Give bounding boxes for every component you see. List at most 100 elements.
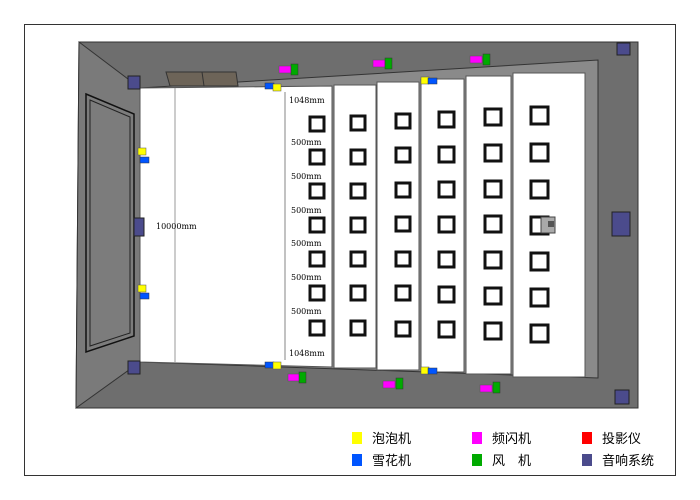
seat <box>437 145 456 164</box>
seat <box>529 251 550 272</box>
seat <box>483 250 503 270</box>
seat <box>483 107 503 127</box>
dimension-annotations: 10000mm 1048mm 1048mm 500mm 500mm 500mm … <box>156 96 325 358</box>
legend-item-snow: 雪花机 <box>352 450 411 469</box>
projector-icon <box>582 431 592 444</box>
fan-icon <box>290 63 299 76</box>
seat <box>349 114 367 132</box>
strobe-light-icon <box>278 65 292 74</box>
legend-label: 风 机 <box>492 454 532 469</box>
seat <box>529 142 550 163</box>
seat <box>349 250 367 268</box>
seat <box>394 320 412 338</box>
seat <box>483 143 503 163</box>
fan-icon <box>298 371 307 384</box>
seat <box>394 284 412 302</box>
seat <box>308 115 326 133</box>
seat <box>437 180 456 199</box>
strobe-light-icon <box>287 373 301 382</box>
legend-label: 投影仪 <box>602 432 642 447</box>
row-gap-label: 500mm <box>291 206 322 215</box>
seat <box>437 110 456 129</box>
seat <box>308 182 326 200</box>
seat <box>349 148 367 166</box>
legend-label: 泡泡机 <box>372 432 412 447</box>
seat <box>483 179 503 199</box>
projection-screen <box>85 92 135 354</box>
bubble-machine-icon <box>137 147 147 156</box>
projector-lens-icon <box>548 221 554 227</box>
legend-item-bubble: 泡泡机 <box>352 428 411 447</box>
bubble-machine-icon <box>352 431 362 444</box>
legend-item-fan: 风 机 <box>472 450 531 469</box>
fan-icon <box>384 57 393 70</box>
seat <box>483 321 503 341</box>
seat <box>308 216 326 234</box>
row-gap-label: 500mm <box>291 172 322 181</box>
row-gap-label: 500mm <box>291 138 322 147</box>
fan-icon <box>482 53 491 66</box>
equipment-layer <box>127 42 631 405</box>
legend-label: 雪花机 <box>372 454 412 469</box>
row-gap-label: 500mm <box>291 273 322 282</box>
bubble-machine-icon <box>272 361 282 370</box>
seat <box>437 250 456 269</box>
fan-icon <box>492 381 501 394</box>
seat <box>308 284 326 302</box>
seat <box>308 148 326 166</box>
seat <box>437 285 456 304</box>
strobe-light-icon <box>472 431 482 444</box>
row-gap-label: 500mm <box>291 239 322 248</box>
snow-machine-icon <box>139 292 150 300</box>
seat <box>349 216 367 234</box>
snow-machine-icon <box>427 77 438 85</box>
speaker-icon <box>611 211 631 237</box>
legend-item-audio: 音响系统 <box>582 450 654 469</box>
speaker-icon <box>133 217 145 237</box>
seat <box>394 215 412 233</box>
seat <box>483 214 503 234</box>
projection-screen-inner <box>89 99 131 347</box>
speaker-icon <box>616 42 631 56</box>
fan-icon <box>395 377 404 390</box>
seat <box>437 215 456 234</box>
legend-item-strobe: 频闪机 <box>472 428 531 447</box>
snow-machine-icon <box>427 367 438 375</box>
speaker-icon <box>127 75 141 90</box>
door-split <box>201 71 205 87</box>
seat <box>529 287 550 308</box>
seat <box>394 146 412 164</box>
top-gap-dimension-label: 1048mm <box>289 96 325 105</box>
snow-machine-icon <box>264 361 275 369</box>
bubble-machine-icon <box>272 83 282 92</box>
legend-label: 音响系统 <box>602 454 655 469</box>
legend-label: 频闪机 <box>492 432 532 447</box>
seat <box>529 105 550 126</box>
seat <box>394 181 412 199</box>
seat-grid <box>308 105 550 344</box>
row-gap-label: 500mm <box>291 307 322 316</box>
seat <box>483 286 503 306</box>
seat <box>529 179 550 200</box>
snow-machine-icon <box>264 82 275 90</box>
bottom-gap-dimension-label: 1048mm <box>289 349 325 358</box>
bubble-machine-icon <box>137 284 147 293</box>
snow-machine-icon <box>352 453 362 466</box>
width-dimension-label: 10000mm <box>156 222 197 231</box>
snow-machine-icon <box>139 156 150 164</box>
seat <box>349 284 367 302</box>
speaker-icon <box>127 360 141 375</box>
legend-item-projector: 投影仪 <box>582 428 641 447</box>
speaker-icon <box>582 453 592 466</box>
seat <box>529 323 550 344</box>
strobe-light-icon <box>479 384 493 393</box>
seat <box>437 320 456 339</box>
strobe-light-icon <box>372 59 386 68</box>
seat <box>349 319 367 337</box>
fan-icon <box>472 453 482 466</box>
strobe-light-icon <box>382 380 396 389</box>
seat <box>394 112 412 130</box>
speaker-icon <box>614 389 630 405</box>
seat <box>349 182 367 200</box>
